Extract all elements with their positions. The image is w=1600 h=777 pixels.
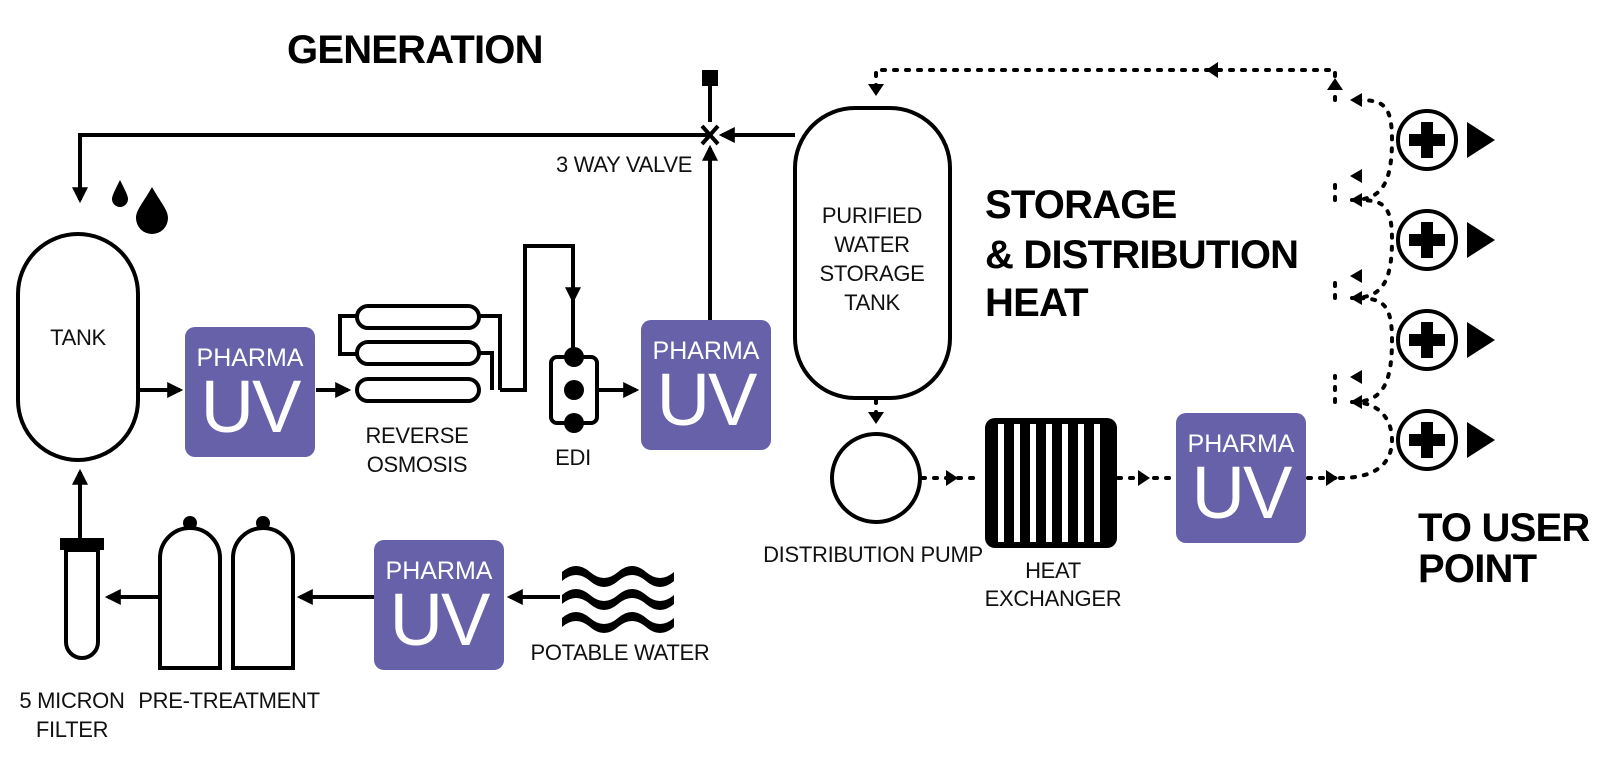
water-waves-icon (562, 566, 674, 633)
uv-label-big: UV (390, 578, 491, 661)
heading-point: POINT (1418, 547, 1537, 591)
heat-exchanger[interactable] (985, 418, 1117, 548)
micron-filter[interactable] (60, 538, 104, 660)
arrow-icon (1467, 122, 1495, 158)
reverse-osmosis[interactable] (338, 304, 502, 403)
three-way-valve[interactable] (700, 70, 720, 146)
uv-unit-4[interactable]: PHARMA UV (1176, 413, 1306, 543)
label-exchanger: EXCHANGER (985, 586, 1122, 611)
arrow-icon (1467, 422, 1495, 458)
label-tank: TANK (50, 325, 106, 350)
heading-to-user: TO USER (1418, 506, 1590, 550)
label-potable-water: POTABLE WATER (530, 640, 709, 665)
generation-piping (72, 85, 795, 605)
label-storage-l2: WATER (834, 232, 910, 257)
label-pre-treatment: PRE-TREATMENT (138, 688, 319, 713)
uv-label-small: PHARMA (197, 344, 304, 372)
arrow-icon (1467, 222, 1495, 258)
uv-unit-1[interactable]: PHARMA UV (185, 327, 315, 457)
pre-treatment[interactable] (158, 516, 295, 670)
uv-label-small: PHARMA (386, 557, 493, 585)
user-point-1[interactable] (1396, 109, 1495, 171)
label-storage-l4: TANK (844, 290, 900, 315)
label-osmosis: OSMOSIS (367, 452, 468, 477)
uv-label-big: UV (657, 358, 758, 441)
label-three-way-valve: 3 WAY VALVE (556, 152, 692, 177)
user-point-2[interactable] (1396, 209, 1495, 271)
heading-storage: STORAGE (985, 183, 1177, 227)
label-storage-l3: STORAGE (819, 261, 924, 286)
label-micron-filter: 5 MICRON (19, 688, 124, 713)
tank[interactable]: TANK (16, 232, 140, 462)
label-distribution-pump: DISTRIBUTION PUMP (763, 542, 983, 567)
label-storage-l1: PURIFIED (822, 203, 922, 228)
arrow-icon (1467, 322, 1495, 358)
valve-icon (702, 70, 718, 86)
purified-water-storage-tank[interactable]: PURIFIED WATER STORAGE TANK (793, 106, 952, 400)
uv-label-small: PHARMA (1188, 430, 1295, 458)
distribution-pump[interactable] (830, 432, 922, 524)
label-edi: EDI (555, 445, 591, 470)
label-filter: FILTER (36, 717, 108, 742)
user-point-4[interactable] (1396, 409, 1495, 471)
uv-unit-2[interactable]: PHARMA UV (641, 320, 771, 450)
heading-distribution: & DISTRIBUTION (985, 233, 1298, 277)
label-reverse-osmosis: REVERSE (365, 423, 468, 448)
label-heat: HEAT (1025, 558, 1081, 583)
uv-label-small: PHARMA (653, 337, 760, 365)
heading-heat: HEAT (985, 281, 1088, 325)
water-drops-icon (112, 180, 168, 234)
uv-label-big: UV (201, 365, 302, 448)
dotted-return-loop (868, 62, 1395, 486)
user-point-3[interactable] (1396, 309, 1495, 371)
uv-unit-3[interactable]: PHARMA UV (374, 540, 504, 670)
edi-unit[interactable] (549, 347, 599, 433)
uv-label-big: UV (1192, 451, 1293, 534)
heading-generation: GENERATION (287, 28, 543, 72)
